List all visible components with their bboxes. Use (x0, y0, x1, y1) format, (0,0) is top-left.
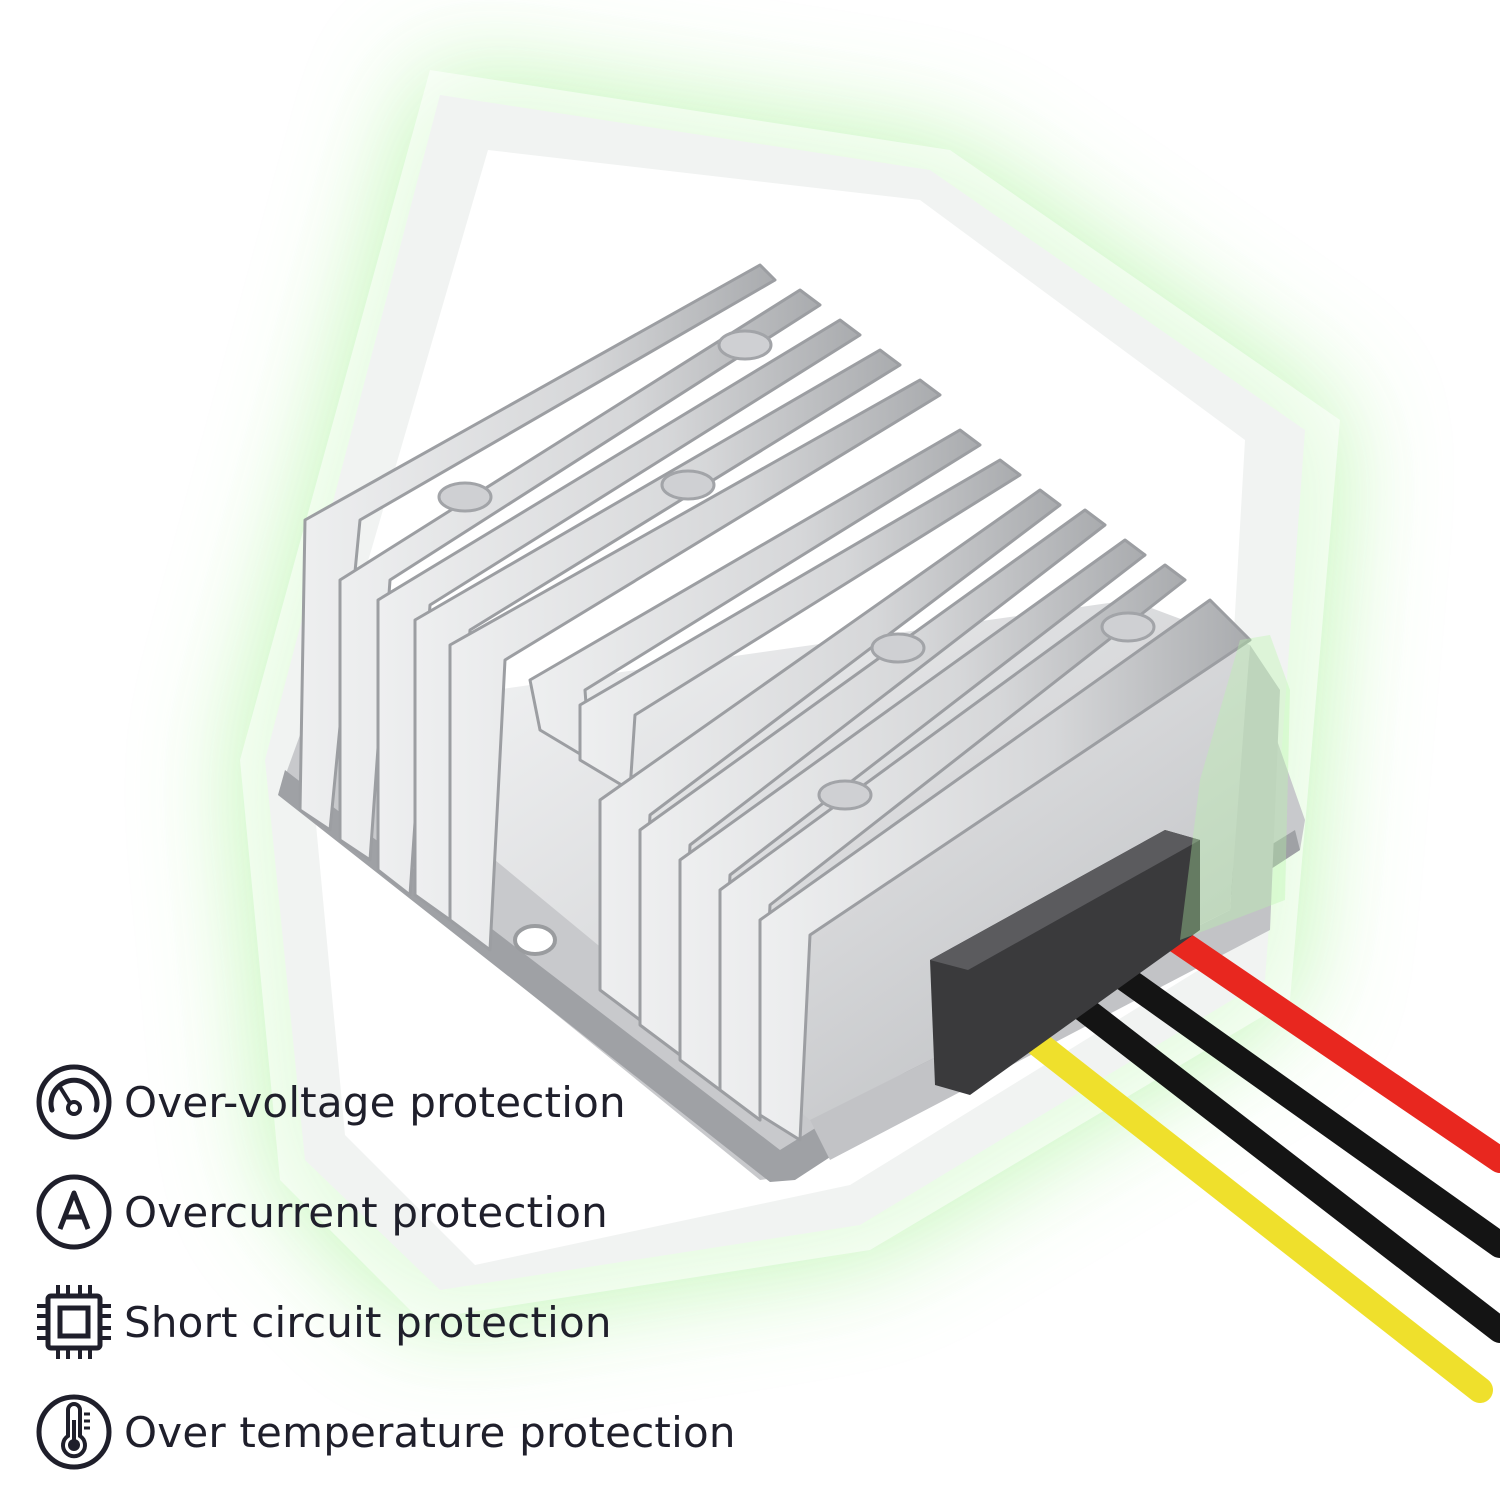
feature-short-circuit: Short circuit protection (34, 1282, 736, 1362)
feature-label: Short circuit protection (124, 1297, 612, 1347)
feature-label: Overcurrent protection (124, 1187, 608, 1237)
thermometer-icon (36, 1394, 112, 1470)
feature-label: Over-voltage protection (124, 1077, 626, 1127)
feature-list: Over-voltage protection Overcurrent prot… (34, 1062, 736, 1502)
feature-label: Over temperature protection (124, 1407, 736, 1457)
ampere-icon (36, 1174, 112, 1250)
chip-icon (37, 1285, 111, 1359)
feature-over-voltage: Over-voltage protection (34, 1062, 736, 1142)
feature-over-temperature: Over temperature protection (34, 1392, 736, 1472)
gauge-icon (36, 1064, 112, 1140)
feature-overcurrent: Overcurrent protection (34, 1172, 736, 1252)
